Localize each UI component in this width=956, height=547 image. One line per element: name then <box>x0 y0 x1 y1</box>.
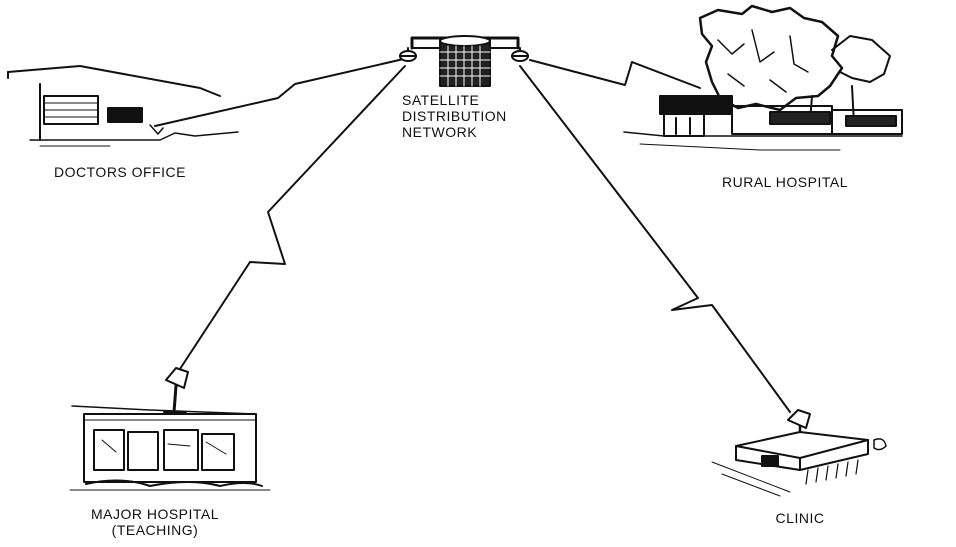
major-hospital-label: MAJOR HOSPITAL (TEACHING) <box>60 506 250 538</box>
label-line: NETWORK <box>402 124 478 140</box>
clinic-label: CLINIC <box>760 510 840 526</box>
satellite-icon <box>399 35 529 87</box>
link-major-hospital <box>177 65 406 373</box>
label-line: SATELLITE <box>402 92 480 108</box>
label-line: CLINIC <box>775 510 825 526</box>
label-line: RURAL HOSPITAL <box>721 174 849 190</box>
rural-hospital-label: RURAL HOSPITAL <box>700 174 870 190</box>
satellite-network-label: SATELLITE DISTRIBUTION NETWORK <box>402 92 524 140</box>
label-line: DOCTORS OFFICE <box>54 164 186 180</box>
link-rural-hospital <box>529 59 701 89</box>
doctors-office-label: DOCTORS OFFICE <box>30 164 210 180</box>
link-clinic <box>519 65 791 413</box>
label-line: MAJOR HOSPITAL <box>90 506 220 522</box>
major-hospital-illustration <box>69 367 271 491</box>
label-line: (TEACHING) <box>111 522 199 538</box>
clinic-illustration <box>711 409 887 497</box>
dish-antenna-icon <box>163 367 189 414</box>
doctors-office-illustration <box>7 65 239 147</box>
rural-hospital-illustration <box>623 4 903 151</box>
link-doctors-office <box>154 57 409 127</box>
label-line: DISTRIBUTION <box>402 108 507 124</box>
